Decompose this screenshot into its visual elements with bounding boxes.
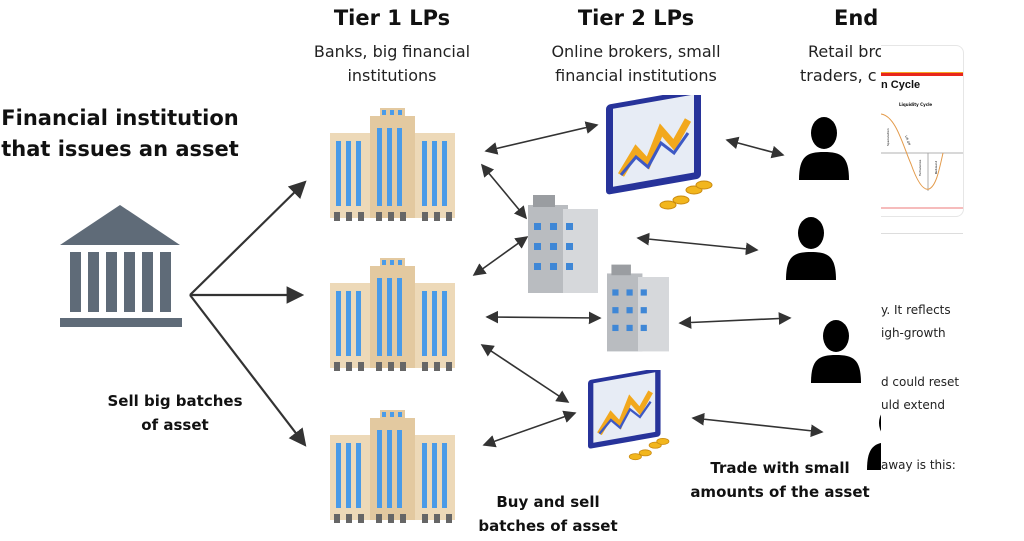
overlay-panel: n Cycle Liquidity Cycle Speculation Lift… — [881, 0, 1024, 541]
article-text-line: d could reset — [881, 375, 960, 389]
tier1-bank-building-icon — [330, 410, 455, 523]
phase-label: Lift Off — [904, 135, 912, 147]
phase-label: Rebound — [934, 161, 938, 174]
arrow-t1a-bld1 — [480, 163, 528, 220]
end-title: End — [834, 6, 879, 30]
arrow-issuer-tier1-top — [189, 180, 307, 296]
arrow-monitor2-person4 — [691, 412, 824, 438]
trading-monitor-icon — [588, 368, 669, 460]
arrow-bld1-person2 — [636, 232, 759, 256]
tier1-title: Tier 1 LPs — [333, 6, 451, 30]
article-text-line: y. It reflects — [881, 303, 951, 317]
arrow-t1c-monitor2 — [482, 410, 577, 448]
liquidity-cycle-card[interactable]: n Cycle Liquidity Cycle Speculation Lift… — [881, 45, 964, 217]
tier1-bank-building-icon — [330, 108, 455, 221]
article-text-line: away is this: — [881, 458, 956, 472]
trading-monitor-icon — [606, 88, 712, 209]
arrow-issuer-tier1-bottom — [189, 294, 307, 447]
arrow-t1a-monitor1 — [484, 121, 599, 155]
arrow-t1b-monitor2 — [480, 344, 570, 403]
article-text-line: igh-growth — [881, 326, 946, 340]
article-text-line: uld extend — [881, 398, 945, 412]
card-chart-title: Liquidity Cycle — [899, 102, 933, 107]
arrow-bld2-person3 — [678, 312, 792, 329]
phase-label: Speculation — [886, 128, 890, 146]
tier2-office-building-icon — [607, 264, 669, 352]
bank-icon — [60, 205, 182, 327]
tier2-office-building-icon — [528, 195, 598, 293]
liquidity-cycle-thumbnail: Speculation Lift Off Turbulence Rebound — [881, 113, 963, 209]
arrow-t1b-bld1 — [472, 236, 529, 276]
card-accent-bar — [881, 72, 963, 76]
arrow-t1b-bld2 — [485, 310, 602, 325]
tier1-bank-building-icon — [330, 258, 455, 371]
phase-label: Turbulence — [918, 159, 922, 177]
arrow-monitor1-person1 — [725, 136, 785, 159]
divider — [881, 233, 963, 234]
tier2-title: Tier 2 LPs — [577, 6, 695, 30]
person-icon — [786, 217, 836, 280]
card-title: n Cycle — [881, 79, 921, 91]
person-icon — [811, 320, 861, 383]
person-icon — [799, 117, 849, 180]
